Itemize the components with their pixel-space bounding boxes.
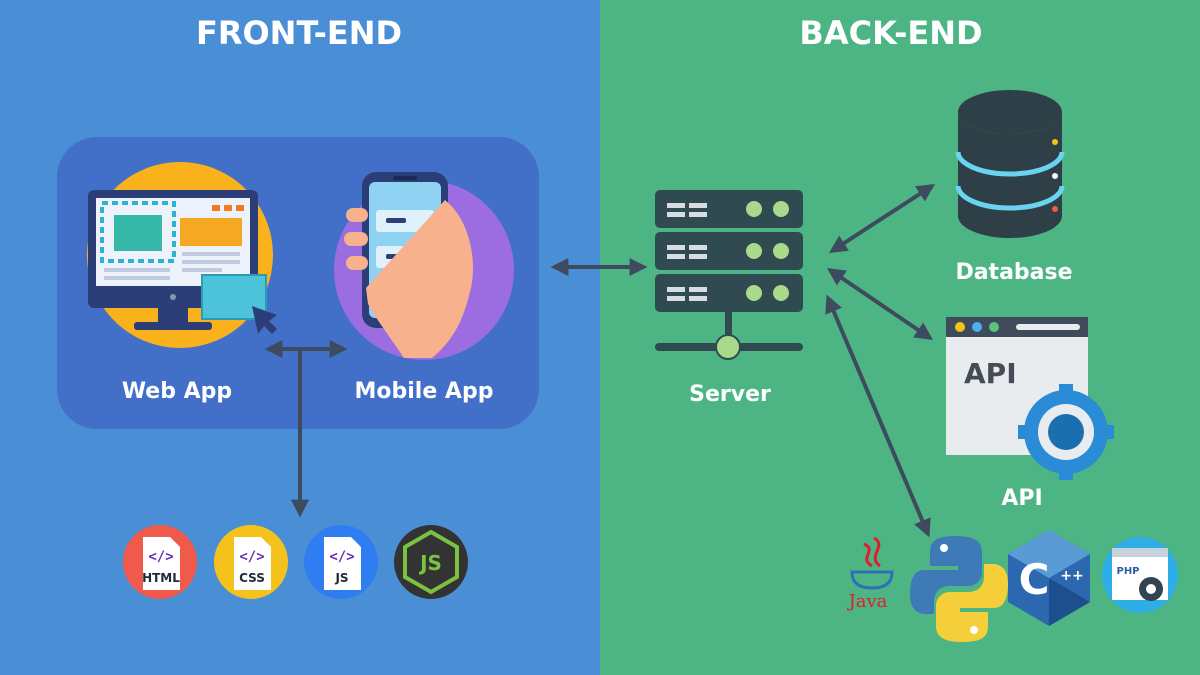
web-app-label: Web App [122, 379, 232, 404]
php-icon: PHP [1102, 537, 1178, 613]
nodejs-label: JS [418, 551, 442, 575]
api-window-text: API [964, 357, 1017, 390]
css-label: CSS [239, 571, 265, 585]
js-icon: </> JS [304, 525, 378, 599]
server-icon [655, 190, 803, 360]
frontend-title: FRONT-END [196, 14, 402, 52]
server-languages-arrow [825, 294, 931, 538]
api-label: API [1001, 486, 1042, 511]
js-label: JS [334, 571, 348, 585]
database-label: Database [955, 260, 1072, 285]
cpp-plus-glyph: ++ [1060, 568, 1083, 584]
html-label: HTML [142, 571, 180, 585]
js-code-glyph: </> [329, 549, 354, 565]
java-label: Java [847, 591, 888, 612]
html-code-glyph: </> [148, 549, 173, 565]
api-icon: API [946, 317, 1114, 480]
backend-title: BACK-END [799, 14, 982, 52]
cpp-icon: C ++ [1008, 530, 1090, 626]
css-icon: </> CSS [214, 525, 288, 599]
server-database-arrow [828, 184, 936, 253]
php-label: PHP [1116, 566, 1139, 577]
database-icon [955, 90, 1065, 238]
web-app-icon [87, 162, 277, 348]
mobile-app-label: Mobile App [355, 379, 494, 404]
java-icon: Java [847, 536, 894, 612]
nodejs-icon: JS [394, 525, 468, 599]
mobile-app-icon [334, 172, 514, 360]
cpp-c-glyph: C [1019, 555, 1050, 604]
server-label: Server [689, 382, 771, 407]
python-icon [910, 536, 1008, 642]
css-code-glyph: </> [239, 549, 264, 565]
html-icon: </> HTML [123, 525, 197, 599]
